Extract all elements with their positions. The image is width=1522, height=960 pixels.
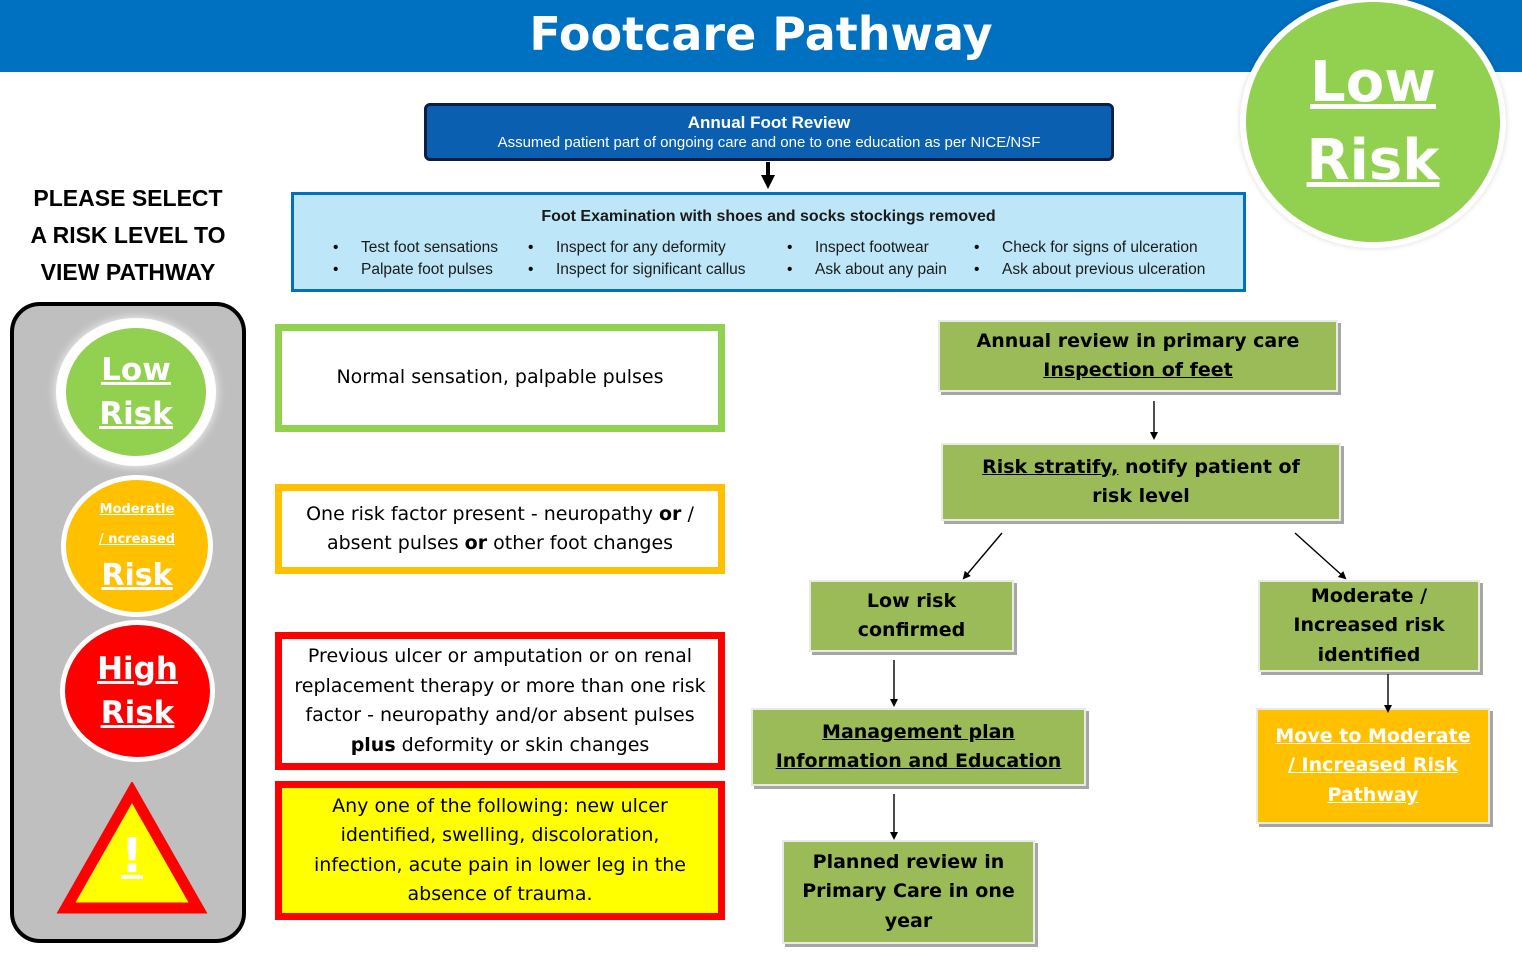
exam-list-col4: Check for signs of ulceration Ask about … xyxy=(1002,237,1205,281)
exam-item: Inspect for any deformity xyxy=(556,237,746,259)
instruction-line: A RISK LEVEL TO xyxy=(30,222,226,248)
flow-text: confirmed xyxy=(857,619,966,641)
exam-list-col1: Test foot sensations Palpate foot pulses xyxy=(361,237,498,281)
flow-text: Risk stratify, notify patient of risk le… xyxy=(982,455,1300,508)
flow-text: Annual review in primary care xyxy=(976,329,1300,352)
move-moderate-link[interactable]: / Increased Risk xyxy=(1288,754,1458,777)
exam-item: Ask about previous ulceration xyxy=(1002,259,1205,281)
management-plan-link[interactable]: Management plan xyxy=(822,720,1015,743)
flow-text: Low risk xyxy=(866,589,957,612)
moderate-risk-identified-box: Moderate / Increased risk identified xyxy=(1258,580,1480,672)
urgent-description: Any one of the following: new ulcer iden… xyxy=(275,781,725,920)
planned-review-box: Planned review in Primary Care in one ye… xyxy=(782,840,1035,944)
moderate-risk-description: One risk factor present - neuropathy or … xyxy=(275,484,725,574)
high-risk-label: Risk xyxy=(100,695,175,731)
flow-text: Increased risk xyxy=(1293,614,1445,636)
annual-foot-review-title: Annual Foot Review xyxy=(687,113,851,132)
flow-text: Planned review in xyxy=(812,850,1005,873)
arrow-stratify-to-moderate xyxy=(1294,532,1347,580)
risk-stratify-link[interactable]: Risk stratify, xyxy=(982,455,1119,478)
exam-item: Palpate foot pulses xyxy=(361,259,498,281)
moderate-risk-button[interactable]: Moderatle / ncreased Risk xyxy=(61,475,213,617)
moderate-risk-description-text: One risk factor present - neuropathy or … xyxy=(306,502,694,555)
exam-item: Inspect for significant callus xyxy=(556,259,746,281)
exam-item: Test foot sensations xyxy=(361,237,498,259)
instruction-line: VIEW PATHWAY xyxy=(40,259,216,285)
selected-risk-line2: Risk xyxy=(1306,128,1440,193)
urgent-warning-icon[interactable] xyxy=(56,782,208,916)
inspection-of-feet-link[interactable]: Inspection of feet xyxy=(1043,359,1233,381)
high-risk-description-text: Previous ulcer or amputation or on renal… xyxy=(294,645,706,756)
move-to-moderate-pathway-box[interactable]: Move to Moderate / Increased Risk Pathwa… xyxy=(1256,708,1490,824)
flow-text: Primary Care in one xyxy=(802,880,1015,903)
flow-text: identified xyxy=(1317,643,1421,666)
low-risk-label: Risk xyxy=(99,396,173,432)
move-moderate-link[interactable]: Pathway xyxy=(1327,783,1419,806)
flow-text: Moderate / xyxy=(1310,584,1428,607)
annual-foot-review-box: Annual Foot Review Assumed patient part … xyxy=(424,103,1114,161)
flow-text: year xyxy=(884,909,933,932)
exam-item: Inspect footwear xyxy=(815,237,947,259)
moderate-risk-label: Risk xyxy=(101,558,173,593)
annual-review-primary-care-box: Annual review in primary care Inspection… xyxy=(938,320,1338,392)
moderate-risk-label: / ncreased xyxy=(98,532,176,547)
selected-risk-badge[interactable]: Low Risk xyxy=(1240,0,1506,248)
high-risk-button[interactable]: High Risk xyxy=(60,620,215,762)
exam-item: Ask about any pain xyxy=(815,259,947,281)
page-title: Footcare Pathway xyxy=(529,7,993,61)
exam-item: Check for signs of ulceration xyxy=(1002,237,1205,259)
urgent-description-text: Any one of the following: new ulcer iden… xyxy=(314,794,686,906)
exam-list-col2: Inspect for any deformity Inspect for si… xyxy=(556,237,746,281)
low-risk-label: Low xyxy=(101,352,171,388)
information-education-link[interactable]: Information and Education xyxy=(775,750,1062,772)
annual-foot-review-subtitle: Assumed patient part of ongoing care and… xyxy=(497,134,1041,151)
management-plan-box: Management plan Information and Educatio… xyxy=(751,708,1086,786)
risk-stratify-box: Risk stratify, notify patient of risk le… xyxy=(941,443,1341,521)
foot-examination-title: Foot Examination with shoes and socks st… xyxy=(541,208,996,225)
warning-exclamation: ! xyxy=(121,828,143,884)
high-risk-label: High xyxy=(97,651,178,687)
risk-select-instruction: PLEASE SELECT A RISK LEVEL TO VIEW PATHW… xyxy=(10,180,246,291)
low-risk-confirmed-box: Low risk confirmed xyxy=(809,580,1014,652)
foot-examination-box: Foot Examination with shoes and socks st… xyxy=(291,192,1246,292)
arrow-stratify-to-low xyxy=(962,532,1003,580)
low-risk-description: Normal sensation, palpable pulses xyxy=(275,324,725,432)
exam-list-col3: Inspect footwear Ask about any pain xyxy=(815,237,947,281)
selected-risk-line1: Low xyxy=(1310,50,1436,115)
low-risk-description-text: Normal sensation, palpable pulses xyxy=(336,366,664,389)
moderate-risk-label: Moderatle xyxy=(99,502,175,517)
high-risk-description: Previous ulcer or amputation or on renal… xyxy=(275,632,725,770)
move-moderate-link[interactable]: Move to Moderate xyxy=(1275,724,1471,747)
instruction-line: PLEASE SELECT xyxy=(33,185,223,211)
low-risk-button[interactable]: Low Risk xyxy=(56,318,216,466)
